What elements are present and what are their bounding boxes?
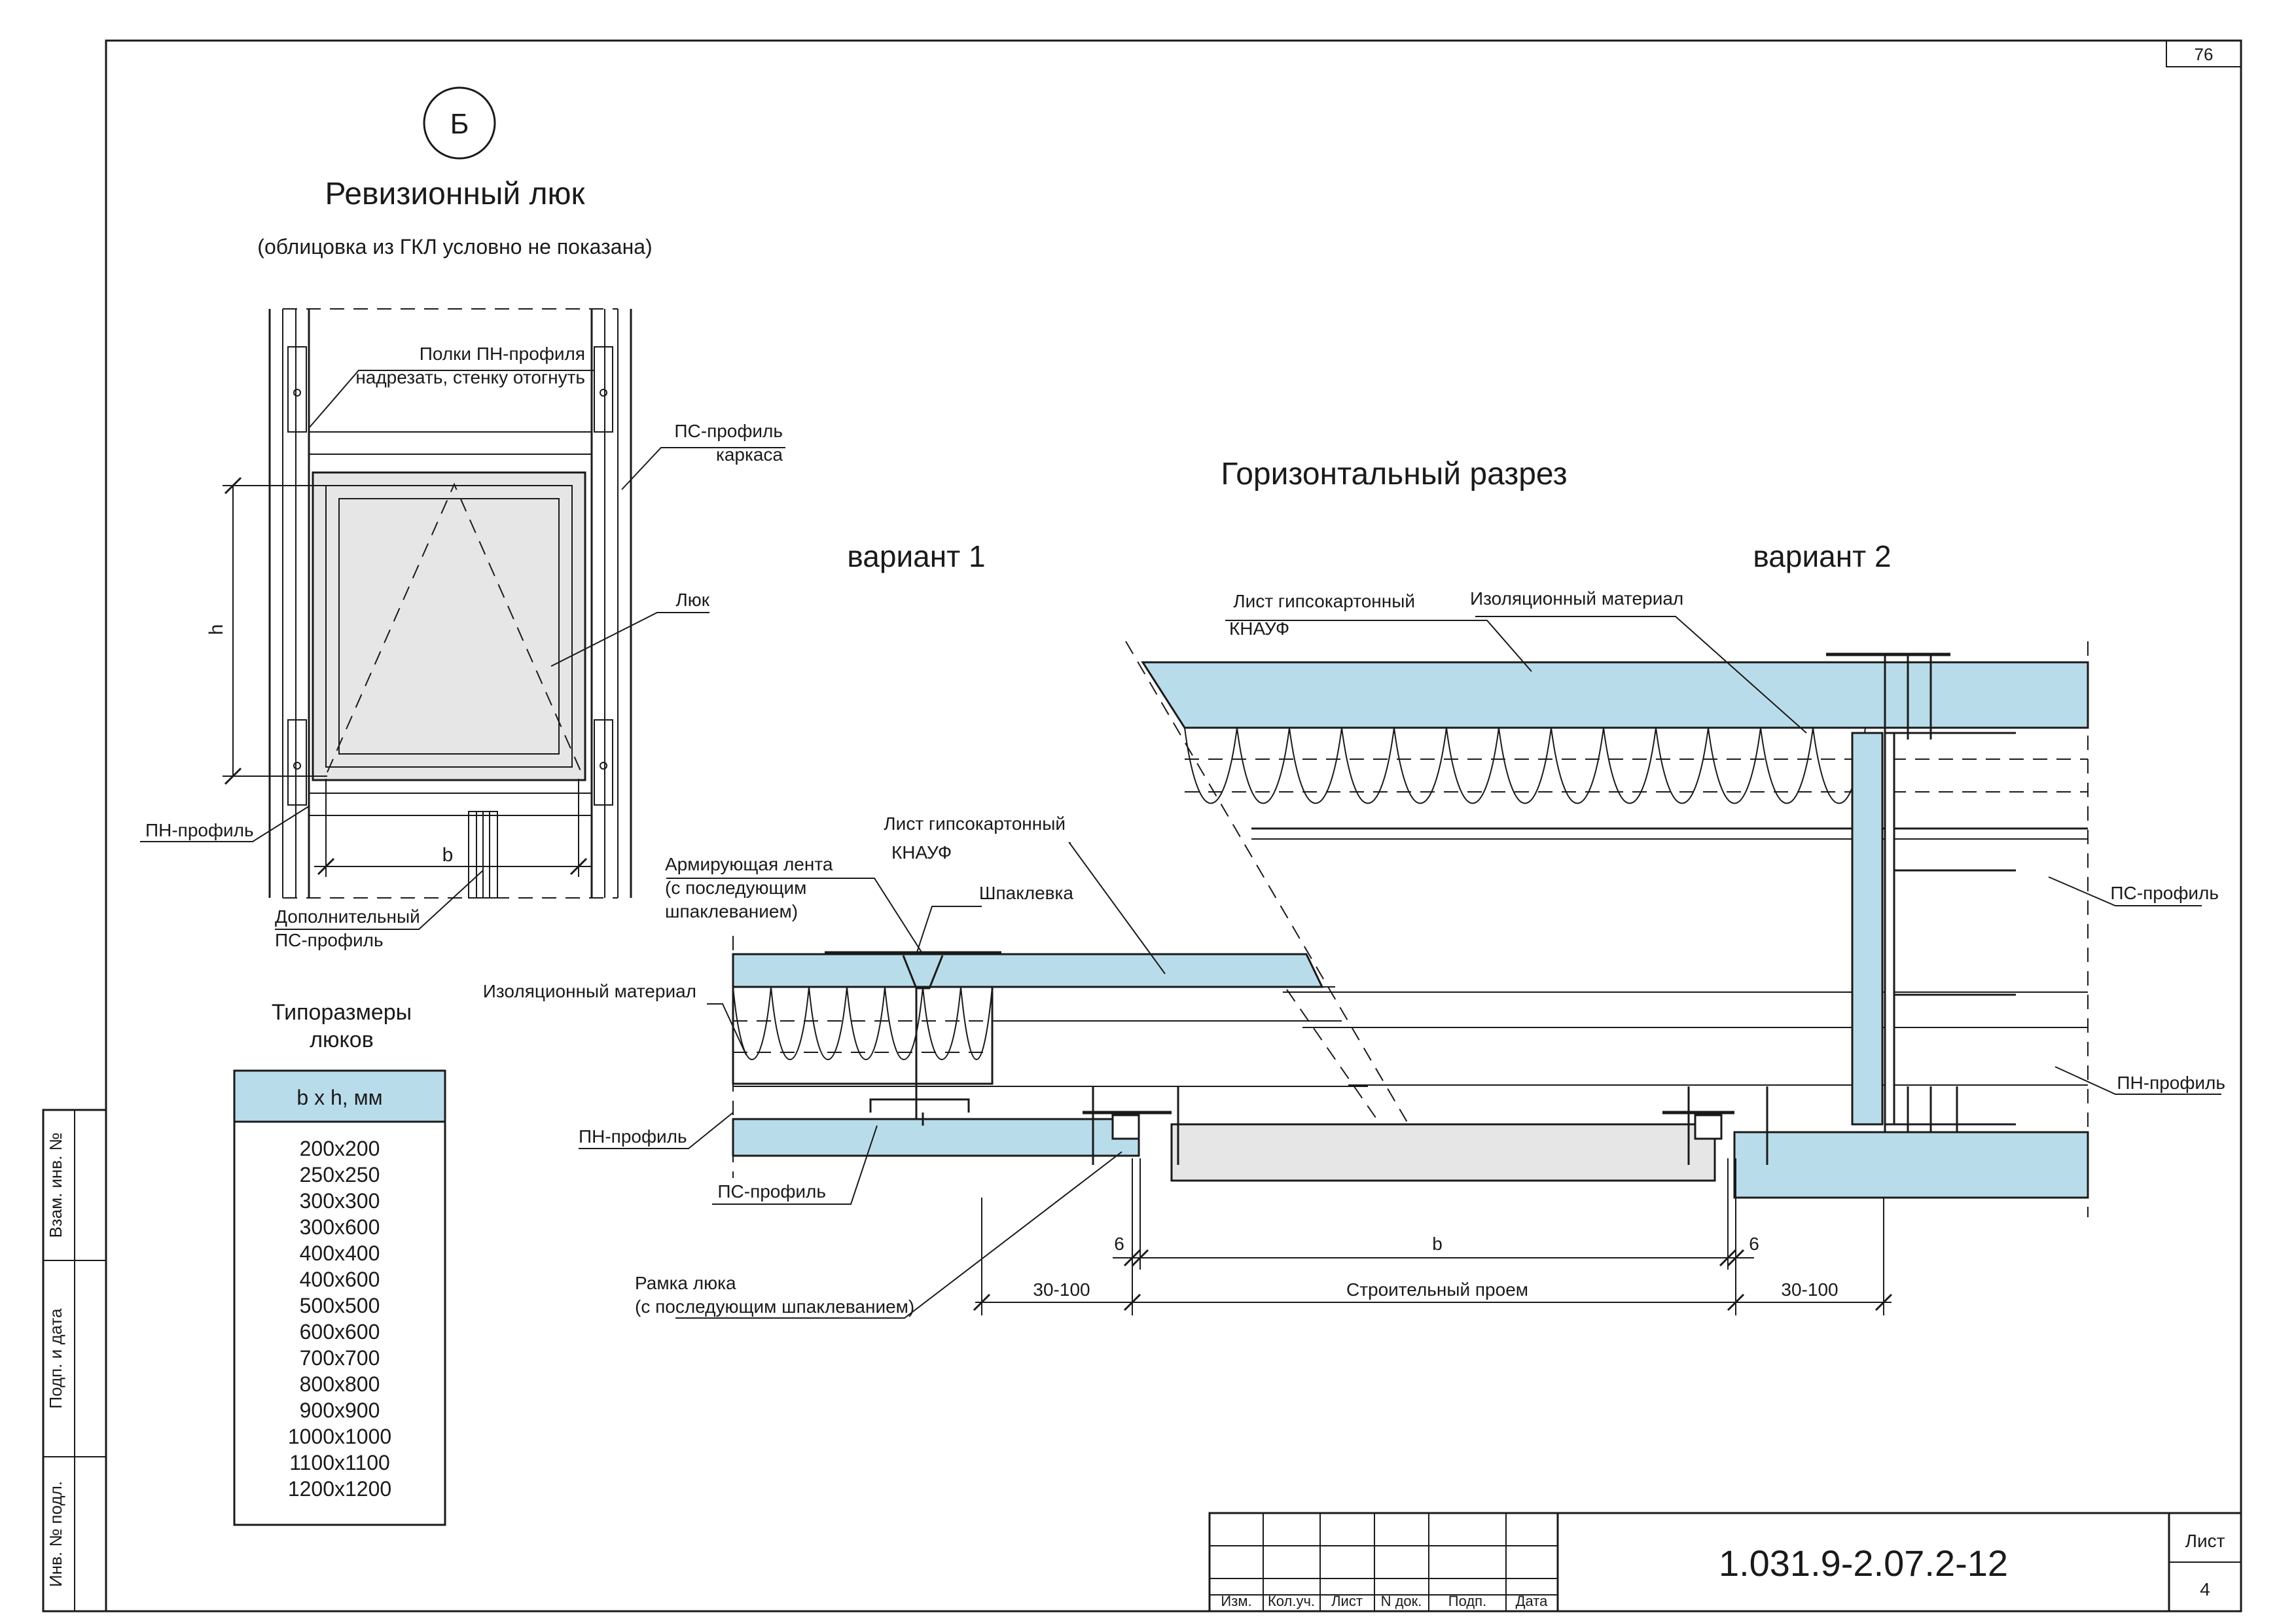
size-row: 400x600: [300, 1268, 380, 1291]
sizes-header-text: b x h, мм: [296, 1086, 382, 1109]
label-ps-frame-2: каркаса: [716, 444, 783, 465]
tb-col-izm: Изм.: [1221, 1593, 1251, 1609]
label-tape-3: шпаклеванием): [665, 901, 798, 921]
label-extra-2: ПС-профиль: [275, 930, 384, 950]
tb-col-list: Лист: [1331, 1593, 1363, 1609]
sizes-title-2: люков: [310, 1027, 374, 1052]
label-gkl-top-1: Лист гипсокартонный: [1233, 591, 1415, 611]
tb-col-koluch: Кол.уч.: [1268, 1593, 1315, 1609]
size-row: 400x400: [300, 1241, 380, 1265]
label-iso-left: Изоляционный материал: [483, 981, 696, 1001]
gkl-board-mid: [732, 953, 1324, 988]
label-pn-section-right: ПН-профиль: [2117, 1073, 2225, 1093]
hatch-elevation: [140, 308, 785, 930]
label-shelves-2: надрезать, стенку отогнуть: [355, 367, 585, 387]
sizes-title-1: Типоразмеры: [272, 1000, 412, 1025]
label-hatch: Люк: [675, 590, 709, 610]
dim-h-label: h: [206, 624, 227, 635]
sheet-number: 4: [2200, 1579, 2210, 1599]
tb-col-date: Дата: [1516, 1593, 1548, 1609]
stamp-replace: Взам. инв. №: [46, 1132, 65, 1238]
variant-1-label: вариант 1: [847, 539, 985, 573]
side-stamp: Взам. инв. № Подп. и дата Инв. № подл.: [42, 1109, 107, 1613]
hatch-subtitle: (облицовка из ГКЛ условно не показана): [257, 235, 652, 259]
size-row: 200x200: [300, 1137, 380, 1160]
size-row: 300x600: [300, 1215, 380, 1239]
size-row: 500x500: [300, 1294, 380, 1317]
sheet-frame: [105, 39, 2242, 1613]
label-tape-2: (с последующим: [665, 878, 806, 898]
hatch-panel: [312, 471, 586, 781]
label-ps-section-left: ПС-профиль: [717, 1181, 826, 1202]
section-variant-1: [579, 616, 2221, 1319]
label-pn-left: ПН-профиль: [145, 820, 254, 840]
label-pn-section-left: ПН-профиль: [579, 1126, 687, 1147]
label-gkl-mid-2: КНАУФ: [891, 842, 952, 863]
dim-six-right: 6: [1749, 1234, 1759, 1254]
callout-circle: [423, 86, 496, 160]
tb-col-ndok: N док.: [1381, 1593, 1422, 1609]
sizes-table-header: [233, 1069, 446, 1123]
label-extra-1: Дополнительный: [275, 906, 420, 927]
section-title: Горизонтальный разрез: [1221, 457, 1567, 491]
corner-box: [2166, 40, 2242, 67]
size-row: 700x700: [300, 1346, 380, 1370]
size-row: 1100x1100: [289, 1451, 390, 1474]
sheet-label: Лист: [2185, 1531, 2225, 1551]
label-shelves-1: Полки ПН-профиля: [420, 344, 585, 364]
size-row: 600x600: [300, 1320, 380, 1344]
label-gkl-top-2: КНАУФ: [1229, 618, 1289, 639]
tb-col-podp: Подп.: [1448, 1593, 1486, 1609]
size-row: 900x900: [300, 1399, 380, 1422]
gkl-board-top: [1141, 661, 2089, 729]
size-row: 250x250: [300, 1163, 380, 1186]
dim-six-left: 6: [1114, 1234, 1124, 1254]
variant-2-label: вариант 2: [1753, 539, 1891, 573]
dim-opening: Строительный проем: [1346, 1279, 1528, 1300]
dim-left-range: 30-100: [1033, 1279, 1090, 1300]
corner-number: 76: [2195, 45, 2214, 64]
stamp-sign-date: Подп. и дата: [46, 1308, 65, 1409]
label-ps-frame-1: ПС-профиль: [674, 421, 783, 441]
sizes-table: b x h, мм 200x200 250x250 300x300 300x60…: [233, 1069, 446, 1526]
label-tape-1: Армирующая лента: [665, 854, 833, 874]
size-row: 1000x1000: [288, 1425, 391, 1448]
label-frame-2: (с последующим шпаклеванием): [635, 1296, 914, 1317]
label-gkl-mid-1: Лист гипсокартонный: [884, 813, 1066, 834]
label-putty: Шпаклевка: [979, 883, 1074, 903]
label-frame-1: Рамка люка: [635, 1273, 736, 1293]
label-ps-section-right: ПС-профиль: [2110, 883, 2219, 903]
size-row: 300x300: [300, 1189, 380, 1213]
label-iso-top: Изоляционный материал: [1470, 588, 1683, 609]
size-row: 800x800: [300, 1372, 380, 1396]
dim-b: b: [1432, 1234, 1443, 1254]
hatch-title: Ревизионный люк: [325, 177, 585, 211]
callout-letter: Б: [450, 108, 469, 140]
dim-b-label: b: [442, 844, 454, 866]
title-block: Изм. Кол.уч. Лист N док. Подп. Дата 1.03…: [1208, 1512, 2242, 1613]
stamp-inv: Инв. № подл.: [46, 1481, 65, 1587]
dim-right-range: 30-100: [1781, 1279, 1838, 1300]
size-row: 1200x1200: [288, 1477, 391, 1501]
document-code: 1.031.9-2.07.2-12: [1719, 1543, 2008, 1584]
